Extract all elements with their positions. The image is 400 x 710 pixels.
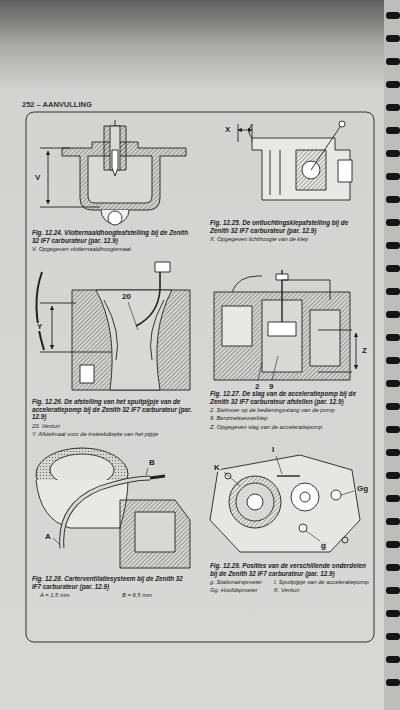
legend-entry: 9. Benzinetoevoerklep — [210, 415, 368, 422]
binding-ring — [386, 587, 400, 594]
binding-ring — [386, 81, 400, 88]
legend-entry: I. Spuitpijpje van de acceleratiepomp — [274, 579, 370, 586]
legend-entry: B = 6,5 mm — [122, 592, 192, 599]
legend-entry: K. Venturi — [274, 587, 370, 594]
float-chamber-cover — [40, 120, 186, 225]
choke-flap-assembly — [238, 121, 352, 200]
binding-ring — [386, 173, 400, 180]
figure-caption: Fig. 12.26. De afstelling van het spuitp… — [32, 398, 192, 421]
callout-letter: X — [224, 126, 231, 134]
page-header: 252 – AANVULLING — [22, 100, 92, 109]
spiral-binding — [384, 0, 400, 710]
binding-ring — [386, 357, 400, 364]
binding-ring — [386, 403, 400, 410]
figure-frame — [26, 112, 374, 642]
binding-ring — [386, 12, 400, 19]
binding-ring — [386, 104, 400, 111]
callout-letter: B — [148, 459, 156, 467]
callout-letter: Gg — [356, 485, 369, 493]
callout-letter: Y — [36, 323, 43, 331]
binding-ring — [386, 495, 400, 502]
callout-letter: 2 — [254, 383, 260, 391]
legend-entry: Y. Afstelmaat voor de insteekdiepte van … — [32, 431, 192, 438]
callout-letter: K — [213, 464, 221, 472]
binding-ring — [386, 518, 400, 525]
binding-ring — [386, 334, 400, 341]
legend-entry: g. Stationairsproeier — [210, 579, 272, 586]
legend-entry: X. Opgegeven lichthoogte van de klep — [210, 236, 368, 243]
binding-ring — [386, 564, 400, 571]
binding-ring — [386, 58, 400, 65]
legend-entry: A = 1,5 mm — [40, 592, 110, 599]
binding-ring — [386, 656, 400, 663]
figure-caption: Fig. 12.25. De ontluchtingsklepafstellin… — [210, 219, 368, 234]
legend-entry: 2. Stelmoer op de bedieningsstang van de… — [210, 407, 368, 414]
callout-letter: V — [34, 174, 41, 182]
figure-caption: Fig. 12.29. Posities van de verschillend… — [210, 562, 368, 577]
figure-caption: Fig. 12.27. De slag van de acceleratiepo… — [210, 390, 368, 405]
callout-letter: 20 — [121, 293, 132, 301]
binding-ring — [386, 449, 400, 456]
binding-ring — [386, 265, 400, 272]
crankcase-ventilation-system — [36, 448, 190, 568]
callout-letter: g — [320, 542, 327, 550]
callout-letter: I — [271, 446, 275, 454]
carburettor-top-view — [210, 455, 360, 552]
legend-entry: Z. Opgegeven slag van de acceleratiepomp — [210, 424, 368, 431]
binding-ring — [386, 633, 400, 640]
legend-entry: 20. Venturi — [32, 423, 192, 430]
callout-letter: Z — [361, 347, 368, 355]
binding-ring — [386, 150, 400, 157]
binding-ring — [386, 35, 400, 42]
carburettor-section-jet — [36, 262, 190, 390]
legend-entry: V. Opgegeven vlotternaaldhoogtemaat — [32, 246, 192, 253]
binding-ring — [386, 610, 400, 617]
figure-caption: Fig. 12.28. Carterventilatiesysteem bij … — [32, 575, 192, 590]
binding-ring — [386, 380, 400, 387]
binding-ring — [386, 311, 400, 318]
figure-caption: Fig. 12.24. Vlotternaaldhoogteafstelling… — [32, 229, 192, 244]
accelerator-pump-section — [214, 270, 356, 380]
callout-letter: A — [44, 533, 52, 541]
callout-letter: 9 — [268, 383, 274, 391]
binding-ring — [386, 541, 400, 548]
binding-ring — [386, 426, 400, 433]
legend-entry: Gg. Hoofdsproeier — [210, 587, 272, 594]
binding-ring — [386, 242, 400, 249]
binding-ring — [386, 219, 400, 226]
binding-ring — [386, 679, 400, 686]
binding-ring — [386, 127, 400, 134]
binding-ring — [386, 288, 400, 295]
binding-ring — [386, 472, 400, 479]
binding-ring — [386, 196, 400, 203]
